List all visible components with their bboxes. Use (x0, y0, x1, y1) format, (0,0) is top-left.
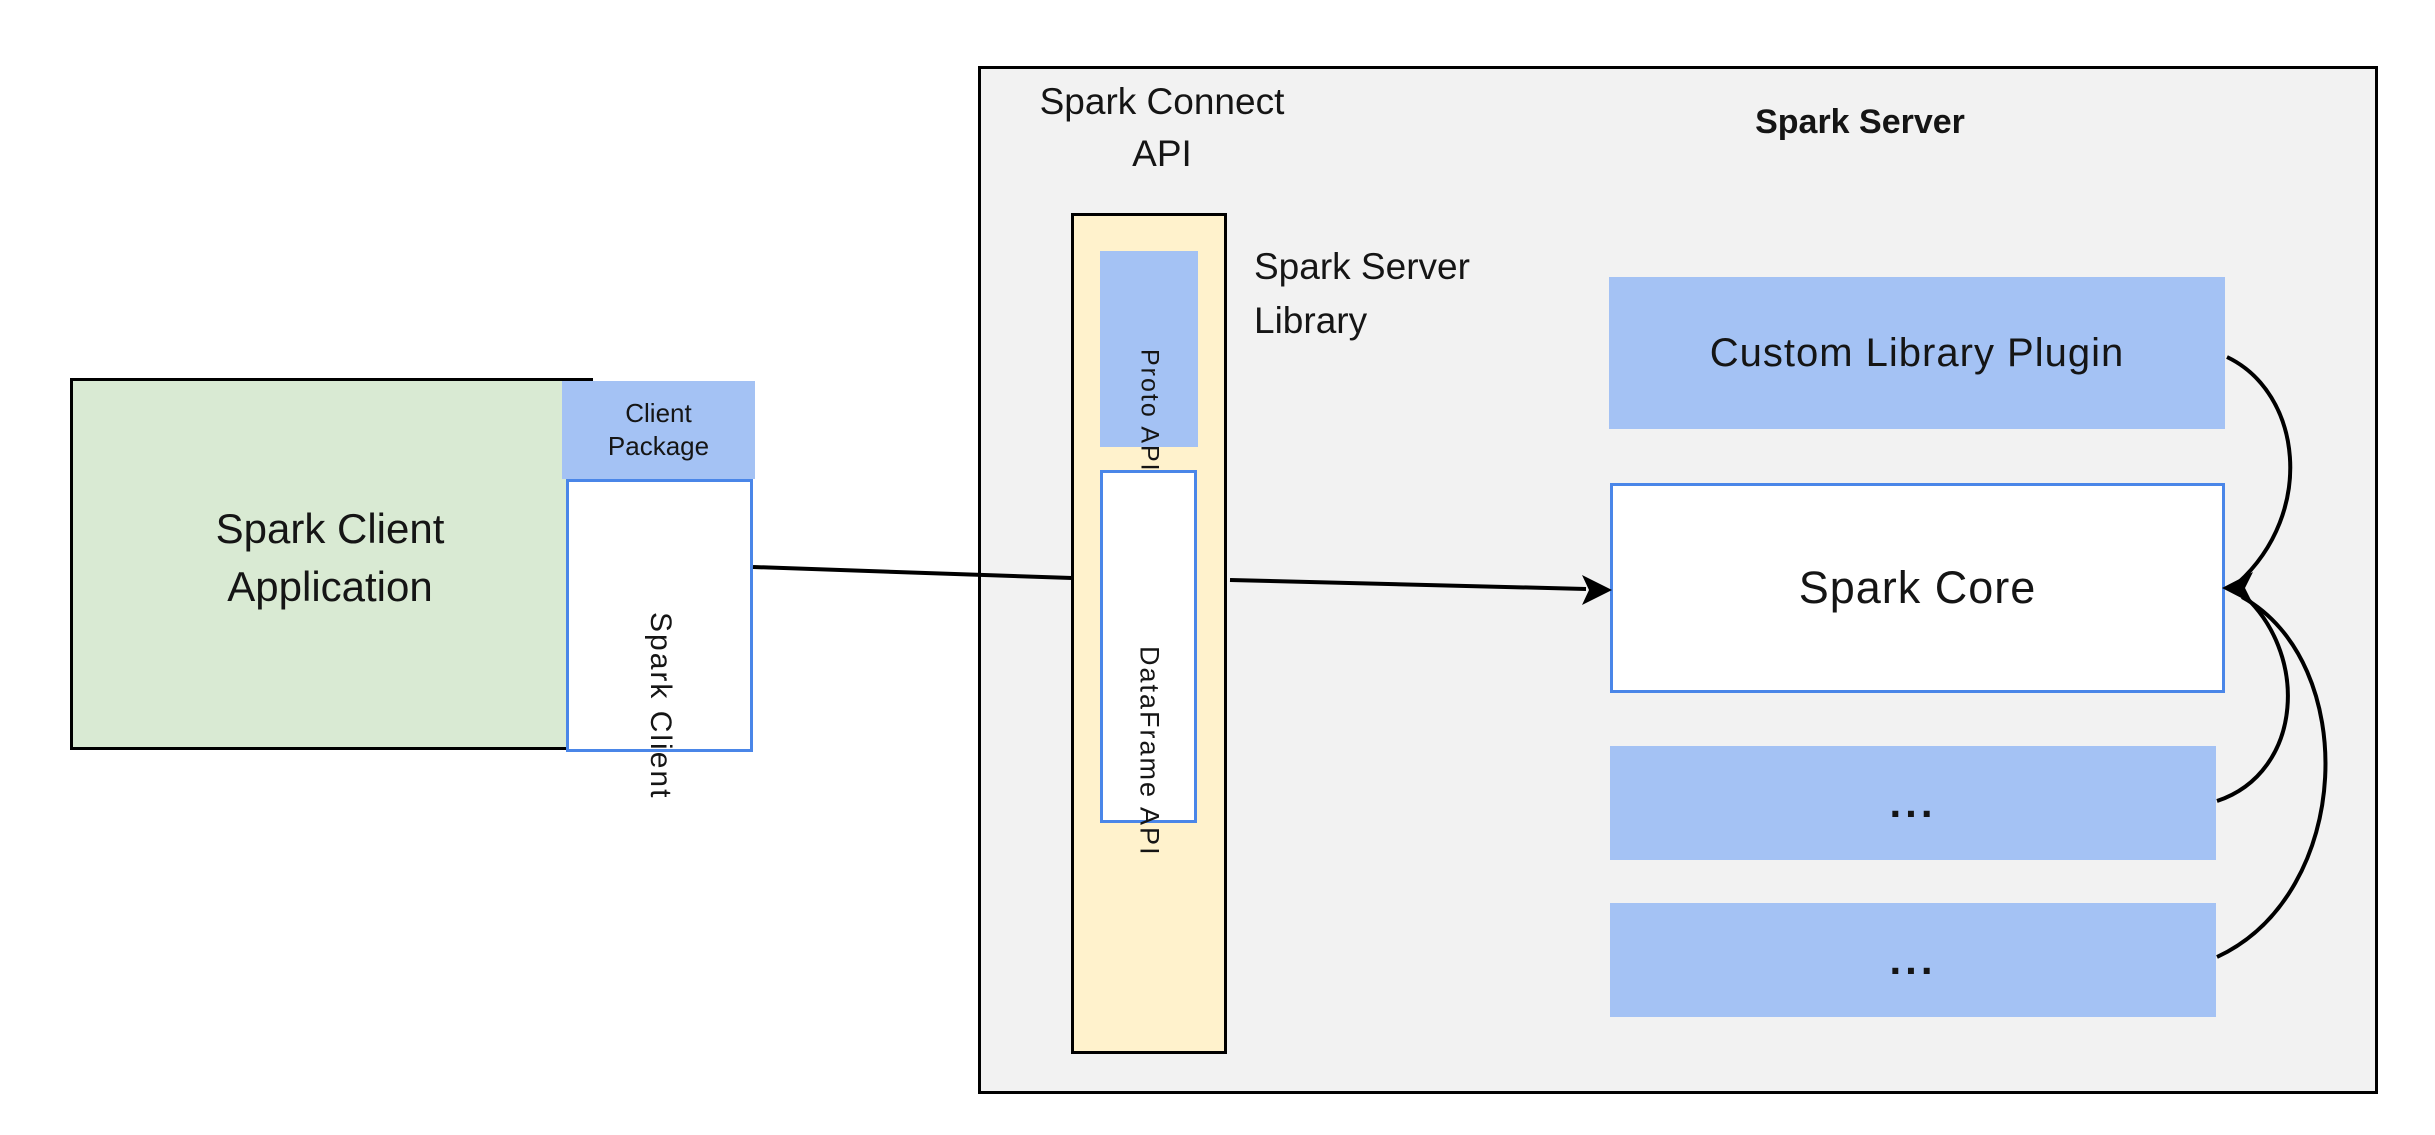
custom-library-plugin-label: Custom Library Plugin (1709, 330, 2125, 375)
spark-client-application-label: Spark Client Application (215, 505, 445, 610)
plugin-placeholder-box-1: ... (1610, 746, 2216, 860)
spark-server-library-label: Spark Server Library (1254, 246, 1470, 341)
spark-client-application-box (70, 378, 593, 750)
client-package-box: Client Package (562, 381, 755, 479)
ellipsis-label: ... (1889, 779, 1937, 826)
client-package-label: Client Package (607, 398, 710, 461)
custom-library-plugin-box: Custom Library Plugin (1609, 277, 2225, 429)
spark-core-label: Spark Core (1798, 562, 2037, 613)
spark-core-box: Spark Core (1610, 483, 2225, 693)
spark-client-box (566, 479, 753, 752)
spark-connect-api-label: Spark Connect API (1039, 81, 1285, 174)
dataframe-api-box (1100, 470, 1197, 823)
proto-api-box (1100, 251, 1198, 447)
ellipsis-label: ... (1889, 936, 1937, 983)
spark-server-title: Spark Server (1755, 103, 1965, 141)
plugin-placeholder-box-2: ... (1610, 903, 2216, 1017)
